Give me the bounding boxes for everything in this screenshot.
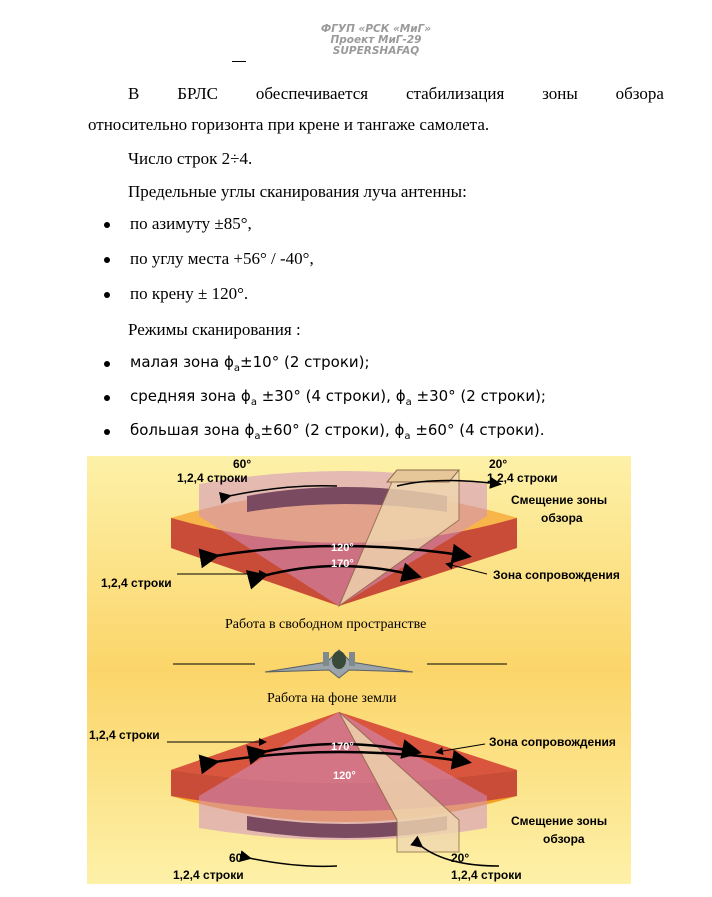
label-left-lines-bottom: 1,2,4 строки <box>89 728 160 742</box>
label-bot-lines-left: 1,2,4 строки <box>173 868 244 882</box>
paragraph-1-line-2: относительно горизонта при крене и танга… <box>88 115 490 134</box>
arrow-track-zone-bottom <box>435 743 486 755</box>
aircraft-icon <box>264 649 414 679</box>
caption-ground: Работа на фоне земли <box>267 691 397 706</box>
label-shift-2: обзора <box>541 511 583 525</box>
bullet <box>104 395 110 401</box>
label-top-20: 20° <box>489 457 507 471</box>
bullet <box>104 361 110 367</box>
mode-item: средняя зона ϕa ±30° (4 строки), ϕa ±30°… <box>130 387 546 408</box>
caption-free-space: Работа в свободном пространстве <box>225 617 426 632</box>
label-top-120: 120° <box>331 542 354 554</box>
label-bot-120: 120° <box>333 770 356 782</box>
label-bot-60: 60° <box>229 851 247 865</box>
label-left-lines-top: 1,2,4 строки <box>101 576 172 590</box>
label-bshift-1: Смещение зоны <box>511 814 607 828</box>
label-bshift-2: обзора <box>543 832 585 846</box>
arrow-bottom-lines <box>238 850 338 868</box>
arc-170-bottom <box>246 739 422 765</box>
label-shift-1: Смещение зоны <box>511 493 607 507</box>
header-line-1: ФГУП «РСК «МиГ» <box>320 23 432 35</box>
label-track-zone-top: Зона сопровождения <box>493 568 620 582</box>
label-bot-20: 20° <box>451 851 469 865</box>
label-top-170: 170° <box>331 558 354 570</box>
mode-item: большая зона ϕa±60° (2 строки), ϕa ±60° … <box>130 421 545 442</box>
modes-heading: Режимы сканирования : <box>128 320 301 339</box>
arc-170 <box>245 562 422 590</box>
label-top-lines-right: 1,2,4 строки <box>487 471 558 485</box>
word: В <box>128 84 140 103</box>
scan-limit-item: по крену ± 120°. <box>130 284 249 303</box>
paragraph-1-line-1: В БРЛС обеспечивается стабилизация зоны … <box>128 84 664 104</box>
header-line-2: Проект МиГ-29 <box>330 34 422 46</box>
scan-limit-item: по углу места +56° / -40°, <box>130 249 314 268</box>
word: обзора <box>615 84 664 103</box>
scan-limit-item: по азимуту ±85°, <box>130 214 252 233</box>
word: обеспечивается <box>255 84 369 103</box>
word: БРЛС <box>177 84 219 103</box>
scan-limits-heading: Предельные углы сканирования луча антенн… <box>128 182 467 201</box>
label-bot-170: 170° <box>331 741 354 753</box>
label-top-60: 60° <box>233 457 251 471</box>
label-bot-lines-right: 1,2,4 строки <box>451 868 522 882</box>
word: зоны <box>542 84 578 103</box>
bullet <box>104 222 110 228</box>
bullet <box>104 429 110 435</box>
document-header: ФГУП «РСК «МиГ» Проект МиГ-29 SUPERSHAFA… <box>0 24 712 57</box>
arrow-shift <box>396 476 502 489</box>
arc-120 <box>198 543 472 569</box>
arc-120-bottom <box>198 749 472 775</box>
lines-count: Число строк 2÷4. <box>128 149 253 168</box>
arrow-top-lines <box>218 484 338 504</box>
arrow-track-zone <box>445 561 488 575</box>
mode-item: малая зона ϕa±10° (2 строки); <box>130 353 370 374</box>
header-line-3: SUPERSHAFAQ <box>332 45 420 57</box>
header-dash <box>232 61 246 62</box>
label-top-lines-left: 1,2,4 строки <box>177 471 248 485</box>
word: стабилизация <box>405 84 505 103</box>
bullet <box>104 257 110 263</box>
scan-zones-figure: 60° 1,2,4 строки 20° 1,2,4 строки Смещен… <box>87 456 631 884</box>
bullet <box>104 292 110 298</box>
arrow-bottom-shift <box>410 835 500 867</box>
label-track-zone-bottom: Зона сопровождения <box>489 735 616 749</box>
